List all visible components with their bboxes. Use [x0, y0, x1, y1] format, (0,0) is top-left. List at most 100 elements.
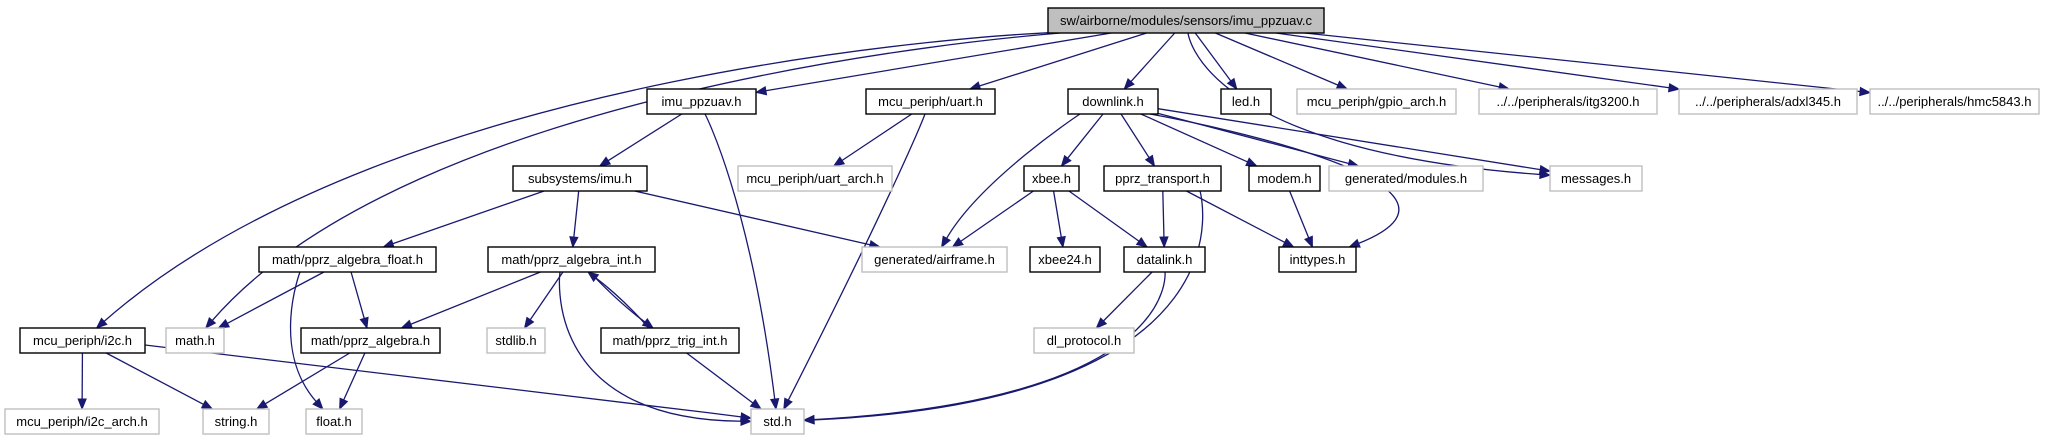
- node-mcu-periph-i2c-h[interactable]: mcu_periph/i2c.h: [19, 327, 146, 354]
- edge-arrowhead: [1335, 80, 1349, 90]
- node-xbee24-h[interactable]: xbee24.h: [1029, 246, 1101, 273]
- node-pprz-algebra-int-h[interactable]: math/pprz_algebra_int.h: [487, 246, 656, 273]
- node-box[interactable]: [4, 408, 160, 435]
- node-box[interactable]: [300, 327, 441, 354]
- node-pprz-algebra-float-h[interactable]: math/pprz_algebra_float.h: [258, 246, 437, 273]
- node-pprz-trig-int-h[interactable]: math/pprz_trig_int.h: [600, 327, 740, 354]
- node-box[interactable]: [646, 88, 757, 115]
- edge-line: [812, 190, 1204, 421]
- edge-pprz_transport_h-to-datalink_h: [1159, 190, 1169, 249]
- node-box[interactable]: [1478, 88, 1658, 115]
- node-box[interactable]: [165, 327, 225, 354]
- node-float-h[interactable]: float.h: [305, 408, 363, 435]
- edge-pprz_algebra_int_h-to-pprz_algebra_h: [400, 271, 541, 329]
- node-i2c-arch-h[interactable]: mcu_periph/i2c_arch.h: [4, 408, 160, 435]
- node-box[interactable]: [600, 327, 740, 354]
- edge-mcu_periph_uart_h-to-uart_arch_h: [832, 113, 913, 167]
- node-box[interactable]: [861, 246, 1008, 273]
- node-box[interactable]: [512, 165, 648, 192]
- node-label: xbee.h: [1032, 171, 1071, 186]
- edge-line: [1102, 271, 1153, 323]
- node-datalink-h[interactable]: datalink.h: [1123, 246, 1206, 273]
- node-hmc5843-h[interactable]: ../../peripherals/hmc5843.h: [1869, 88, 2040, 115]
- edge-xbee_h-to-generated_airframe_h: [951, 190, 1034, 248]
- node-label: pprz_transport.h: [1115, 171, 1210, 186]
- edge-mcu_periph_i2c_h-to-i2c_arch_h: [77, 352, 87, 411]
- node-box[interactable]: [1103, 165, 1222, 192]
- node-string-h[interactable]: string.h: [202, 408, 270, 435]
- node-box[interactable]: [1248, 165, 1321, 192]
- node-std-h[interactable]: std.h: [750, 408, 805, 435]
- node-downlink-h[interactable]: downlink.h: [1067, 88, 1159, 115]
- node-led-h[interactable]: led.h: [1220, 88, 1272, 115]
- node-box[interactable]: [737, 165, 893, 192]
- node-box[interactable]: [1220, 88, 1272, 115]
- edge-line: [342, 352, 366, 402]
- edge-line: [1162, 190, 1165, 239]
- node-subsystems-imu-h[interactable]: subsystems/imu.h: [512, 165, 648, 192]
- node-imu-ppzuav-h[interactable]: imu_ppzuav.h: [646, 88, 757, 115]
- edge-line: [840, 113, 913, 162]
- node-mcu-periph-uart-h[interactable]: mcu_periph/uart.h: [865, 88, 996, 115]
- edge-root-to-hmc5843_h: [1304, 32, 1872, 97]
- edge-pprz_transport_h-to-std_h: [802, 190, 1204, 425]
- node-box[interactable]: [486, 327, 546, 354]
- node-label: led.h: [1232, 94, 1260, 109]
- node-box[interactable]: [1678, 88, 1858, 115]
- node-box[interactable]: [1296, 88, 1457, 115]
- nodes-layer: sw/airborne/modules/sensors/imu_ppzuav.c…: [4, 7, 2040, 435]
- node-root[interactable]: sw/airborne/modules/sensors/imu_ppzuav.c: [1047, 7, 1325, 34]
- node-box[interactable]: [865, 88, 996, 115]
- node-dl-protocol-h[interactable]: dl_protocol.h: [1033, 327, 1135, 354]
- node-box[interactable]: [1328, 165, 1484, 192]
- node-generated-airframe-h[interactable]: generated/airframe.h: [861, 246, 1008, 273]
- node-box[interactable]: [1033, 327, 1135, 354]
- node-box[interactable]: [487, 246, 656, 273]
- node-pprz-algebra-h[interactable]: math/pprz_algebra.h: [300, 327, 441, 354]
- node-itg3200-h[interactable]: ../../peripherals/itg3200.h: [1478, 88, 1658, 115]
- node-label: math/pprz_algebra_int.h: [501, 252, 641, 267]
- node-generated-modules-h[interactable]: generated/modules.h: [1328, 165, 1484, 192]
- edge-arrowhead: [1159, 236, 1169, 249]
- edge-arrowhead: [1056, 235, 1066, 249]
- node-box[interactable]: [258, 246, 437, 273]
- node-gpio-arch-h[interactable]: mcu_periph/gpio_arch.h: [1296, 88, 1457, 115]
- edge-downlink_h-to-pprz_transport_h: [1120, 113, 1156, 168]
- node-box[interactable]: [1023, 165, 1080, 192]
- edge-line: [350, 271, 366, 320]
- node-box[interactable]: [305, 408, 363, 435]
- node-box[interactable]: [19, 327, 146, 354]
- node-label: modem.h: [1257, 171, 1311, 186]
- edge-line: [264, 352, 351, 405]
- node-label: ../../peripherals/itg3200.h: [1496, 94, 1639, 109]
- edge-line: [1066, 113, 1104, 160]
- node-stdlib-h[interactable]: stdlib.h: [486, 327, 546, 354]
- node-box[interactable]: [1123, 246, 1206, 273]
- node-modem-h[interactable]: modem.h: [1248, 165, 1321, 192]
- edge-xbee_h-to-datalink_h: [1068, 190, 1149, 248]
- node-box[interactable]: [1029, 246, 1101, 273]
- node-uart-arch-h[interactable]: mcu_periph/uart_arch.h: [737, 165, 893, 192]
- node-pprz-transport-h[interactable]: pprz_transport.h: [1103, 165, 1222, 192]
- node-adxl345-h[interactable]: ../../peripherals/adxl345.h: [1678, 88, 1858, 115]
- node-box[interactable]: [1549, 165, 1643, 192]
- node-inttypes-h[interactable]: inttypes.h: [1278, 246, 1357, 273]
- edge-line: [1288, 190, 1310, 239]
- node-box[interactable]: [1278, 246, 1357, 273]
- node-messages-h[interactable]: messages.h: [1549, 165, 1643, 192]
- node-label: inttypes.h: [1290, 252, 1346, 267]
- node-math-h[interactable]: math.h: [165, 327, 225, 354]
- node-xbee-h[interactable]: xbee.h: [1023, 165, 1080, 192]
- node-box[interactable]: [1047, 7, 1325, 34]
- edge-mcu_periph_i2c_h-to-std_h: [144, 344, 753, 422]
- node-box[interactable]: [750, 408, 805, 435]
- edge-mcu_periph_uart_h-to-std_h: [783, 113, 926, 411]
- node-box[interactable]: [202, 408, 270, 435]
- node-label: ../../peripherals/adxl345.h: [1695, 94, 1841, 109]
- edge-arrowhead: [769, 397, 780, 411]
- node-label: mcu_periph/i2c.h: [33, 333, 132, 348]
- node-box[interactable]: [1067, 88, 1159, 115]
- edge-arrowhead: [783, 397, 793, 411]
- node-box[interactable]: [1869, 88, 2040, 115]
- node-label: messages.h: [1561, 171, 1631, 186]
